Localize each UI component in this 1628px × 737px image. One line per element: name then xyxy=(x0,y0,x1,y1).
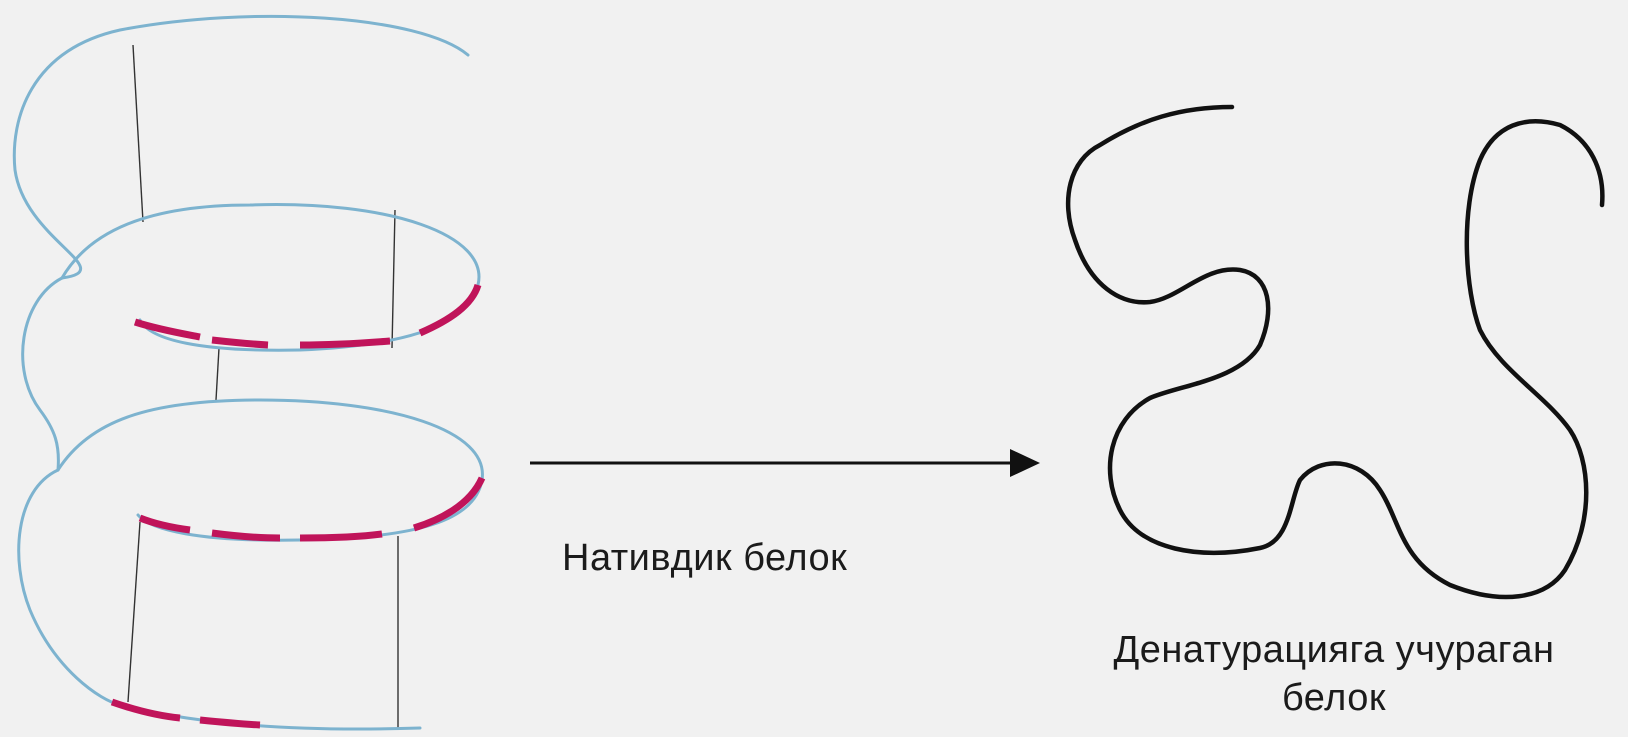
bond-segment xyxy=(299,337,391,349)
bond-segment xyxy=(133,318,201,341)
bond-segment xyxy=(211,336,269,349)
bond-segment xyxy=(211,529,281,542)
native-protein-helix xyxy=(12,14,486,731)
helix-backbone xyxy=(56,398,484,542)
h-bond-line xyxy=(132,44,144,223)
arrow-head xyxy=(1010,449,1040,477)
helix-backbone xyxy=(60,203,481,352)
h-bond-line xyxy=(127,521,141,703)
h-bond-line xyxy=(391,209,396,349)
bond-segment xyxy=(418,283,482,337)
bond-segment xyxy=(138,514,191,534)
h-bond-line xyxy=(215,347,220,401)
denatured-protein-chain xyxy=(1065,104,1605,600)
bond-segment xyxy=(412,476,486,532)
denatured-label-line1: Денатурацияга учураган xyxy=(1113,629,1555,671)
denatured-label-line2: белок xyxy=(1281,677,1387,719)
helix-backbone xyxy=(12,14,470,280)
transformation-arrow xyxy=(530,449,1040,477)
helix-backbone xyxy=(17,468,422,731)
bond-segment xyxy=(199,716,261,729)
bond-segment xyxy=(110,698,181,722)
denatured-protein-label: Денатурацияга учураган белок xyxy=(1040,626,1628,722)
helix-backbone xyxy=(21,276,64,472)
bond-segment xyxy=(299,530,383,542)
native-protein-label: Нативдик белок xyxy=(562,537,848,579)
